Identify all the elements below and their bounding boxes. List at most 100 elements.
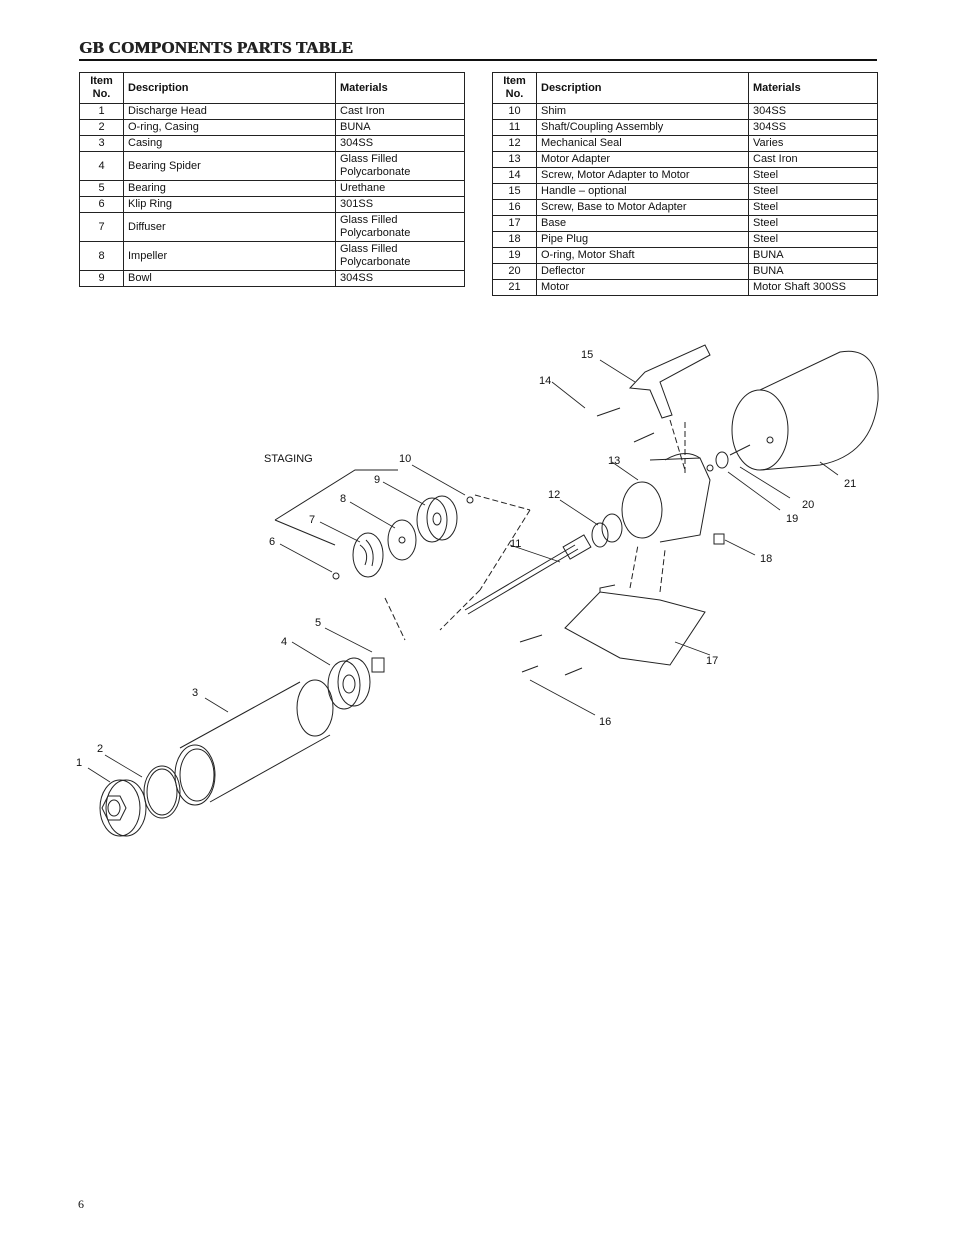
header-materials: Materials xyxy=(335,72,465,104)
label-2: 2 xyxy=(97,743,103,755)
materials-cell: Glass Filled Polycarbonate xyxy=(335,212,465,242)
label-19: 19 xyxy=(786,513,798,525)
handle-guides xyxy=(669,419,686,475)
description-cell: Discharge Head xyxy=(123,103,336,120)
label-12: 12 xyxy=(548,489,560,501)
item-no-cell: 5 xyxy=(79,180,124,197)
handle-part xyxy=(628,344,711,419)
label-14: 14 xyxy=(539,375,551,387)
description-cell: Base xyxy=(536,215,749,232)
title-rule xyxy=(79,59,877,61)
description-cell: Bearing Spider xyxy=(123,151,336,181)
table-header-row: Item No. Description Materials xyxy=(492,72,878,104)
item-no-cell: 14 xyxy=(492,167,537,184)
materials-cell: BUNA xyxy=(748,263,878,280)
description-cell: Pipe Plug xyxy=(536,231,749,248)
description-cell: Motor Adapter xyxy=(536,151,749,168)
bearing-part xyxy=(371,657,385,673)
bearing-spider-part xyxy=(327,657,371,710)
staging-bracket xyxy=(274,469,398,521)
screw-motor-adapter-part xyxy=(596,407,655,443)
table-header-row: Item No. Description Materials xyxy=(79,72,465,104)
description-cell: Screw, Base to Motor Adapter xyxy=(536,199,749,216)
description-cell: O-ring, Casing xyxy=(123,119,336,136)
description-cell: Screw, Motor Adapter to Motor xyxy=(536,167,749,184)
item-no-cell: 3 xyxy=(79,135,124,152)
materials-cell: BUNA xyxy=(335,119,465,136)
screw-base-part xyxy=(519,634,583,676)
base-part xyxy=(564,584,706,666)
base-guides xyxy=(629,544,666,593)
materials-cell: Steel xyxy=(748,199,878,216)
item-no-cell: 21 xyxy=(492,279,537,296)
label-17: 17 xyxy=(706,655,718,667)
shim-part xyxy=(466,496,474,504)
header-item-no: Item No. xyxy=(492,72,537,104)
header-item-no: Item No. xyxy=(79,72,124,104)
label-6: 6 xyxy=(269,536,275,548)
description-cell: Deflector xyxy=(536,263,749,280)
label-18: 18 xyxy=(760,553,772,565)
item-no-cell: 10 xyxy=(492,103,537,120)
label-10: 10 xyxy=(399,453,411,465)
item-no-cell: 20 xyxy=(492,263,537,280)
label-13: 13 xyxy=(608,455,620,467)
page-number: 6 xyxy=(78,1197,84,1211)
klip-ring-part xyxy=(332,572,340,580)
header-description: Description xyxy=(123,72,336,104)
bowl-part xyxy=(416,495,458,543)
deflector-part xyxy=(715,451,729,469)
item-no-cell: 2 xyxy=(79,119,124,136)
materials-cell: Steel xyxy=(748,167,878,184)
impeller-part xyxy=(387,519,417,561)
item-no-cell: 16 xyxy=(492,199,537,216)
item-no-cell: 12 xyxy=(492,135,537,152)
item-no-cell: 9 xyxy=(79,270,124,287)
o-ring-motor-shaft-part xyxy=(706,464,714,472)
shaft-coupling-part xyxy=(464,534,592,615)
label-8: 8 xyxy=(340,493,346,505)
materials-cell: Steel xyxy=(748,183,878,200)
label-16: 16 xyxy=(599,716,611,728)
materials-cell: Urethane xyxy=(335,180,465,197)
item-no-cell: 18 xyxy=(492,231,537,248)
description-cell: Bearing xyxy=(123,180,336,197)
description-cell: O-ring, Motor Shaft xyxy=(536,247,749,264)
item-no-cell: 19 xyxy=(492,247,537,264)
materials-cell: Glass Filled Polycarbonate xyxy=(335,241,465,271)
materials-cell: Motor Shaft 300SS xyxy=(748,279,878,296)
materials-cell: Cast Iron xyxy=(335,103,465,120)
item-no-cell: 7 xyxy=(79,212,124,242)
diffuser-part xyxy=(352,532,384,578)
label-1: 1 xyxy=(76,757,82,769)
mechanical-seal-part xyxy=(591,513,623,548)
item-no-cell: 1 xyxy=(79,103,124,120)
materials-cell: Steel xyxy=(748,215,878,232)
description-cell: Shaft/Coupling Assembly xyxy=(536,119,749,136)
materials-cell: 304SS xyxy=(748,119,878,136)
materials-cell: Glass Filled Polycarbonate xyxy=(335,151,465,181)
motor-adapter-part xyxy=(621,453,711,543)
pipe-plug-part xyxy=(713,533,725,545)
description-cell: Klip Ring xyxy=(123,196,336,213)
description-cell: Casing xyxy=(123,135,336,152)
header-description: Description xyxy=(536,72,749,104)
materials-cell: 301SS xyxy=(335,196,465,213)
description-cell: Mechanical Seal xyxy=(536,135,749,152)
item-no-cell: 15 xyxy=(492,183,537,200)
exploded-view-diagram: STAGING 1 2 3 4 5 6 7 8 9 10 11 12 13 14… xyxy=(76,344,879,837)
label-4: 4 xyxy=(281,636,287,648)
